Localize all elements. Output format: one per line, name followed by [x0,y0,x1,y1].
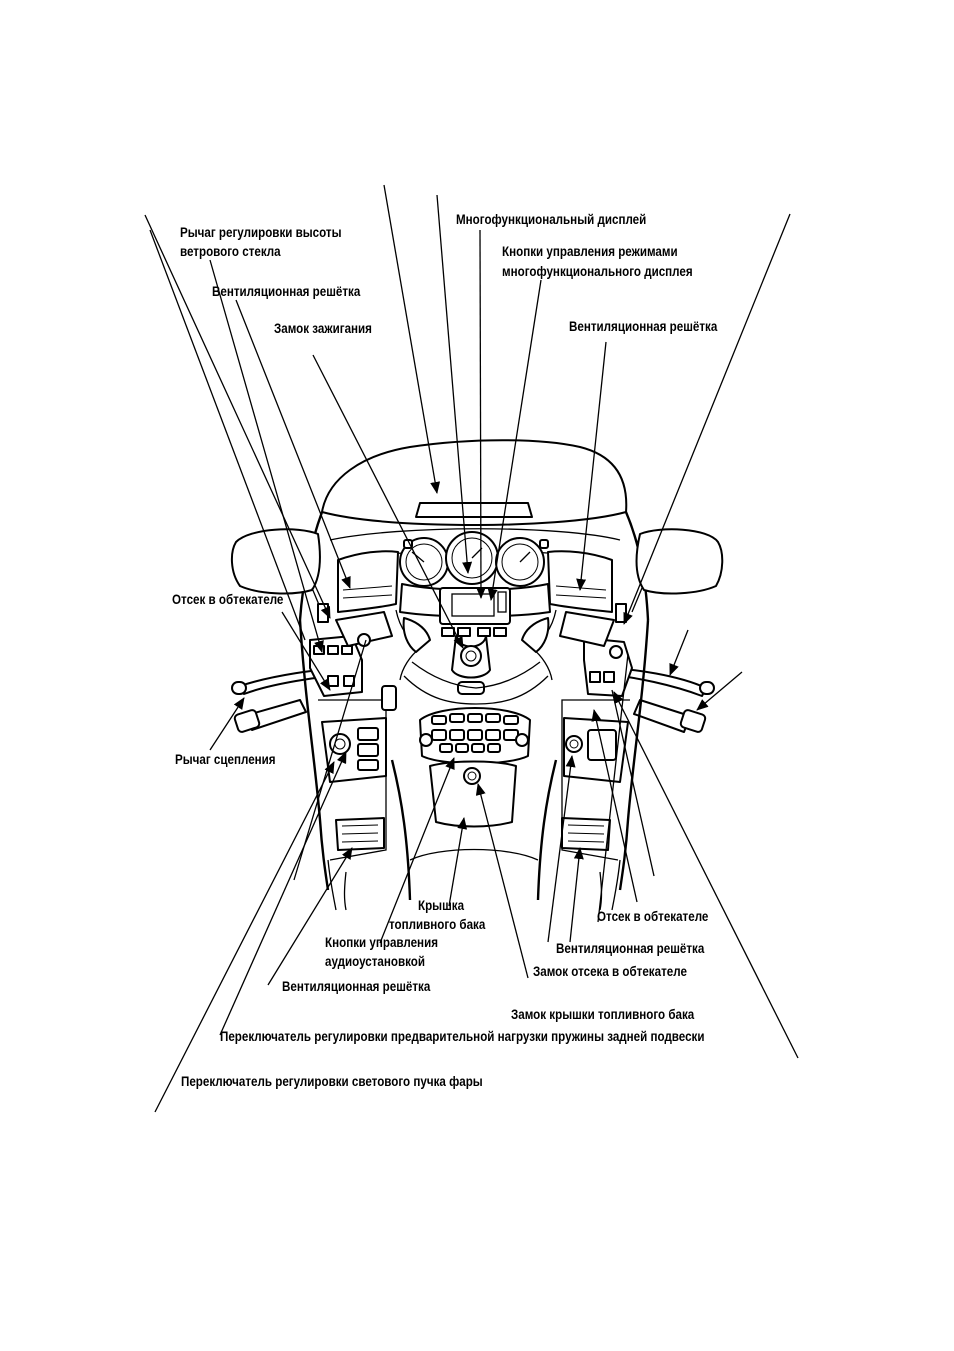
leader-lines [144,184,799,1113]
motorcycle-front-view [230,439,724,911]
windshield [321,439,628,526]
mirror-right [635,528,724,595]
label-audio-buttons-line1: Кнопки управления [325,935,438,950]
label-windshield-lever-line1: Рычаг регулировки высоты [180,225,342,240]
fuel-lid [429,760,517,828]
pocket-lock [565,735,583,753]
label-clutch-lever: Рычаг сцепления [175,752,276,767]
label-rear-preload-switch: Переключатель регулировки предварительно… [220,1029,705,1044]
label-ignition-lock: Замок зажигания [274,321,372,336]
label-pocket-lock: Замок отсека в обтекателе [533,964,687,979]
label-fuel-lid-line2: топливного бака [389,917,486,932]
label-headlight-switch: Переключатель регулировки светового пучк… [181,1074,483,1089]
handlebar-right [633,699,691,733]
label-vent-grille-top-left: Вентиляционная решётка [212,284,361,299]
label-multifunction-display: Многофункциональный дисплей [456,212,647,227]
label-vent-grille-top-right: Вентиляционная решётка [569,319,718,334]
windshield-adjuster [415,502,533,518]
mirror-left [230,528,321,595]
label-fairing-pocket-left: Отсек в обтекателе [172,592,284,607]
fuel-lid-lock [463,767,481,785]
audio-buttons [431,713,519,753]
label-fuel-lid-lock: Замок крышки топливного бака [511,1007,695,1022]
label-audio-buttons-line2: аудиоустановкой [325,954,425,969]
vent-grille-upper-right [547,550,613,613]
label-display-buttons-line2: многофункционального дисплея [502,264,693,279]
label-display-buttons-line1: Кнопки управления режимами [502,244,678,259]
ignition-lock [460,645,482,667]
display-buttons [441,627,507,637]
label-fairing-pocket-right: Отсек в обтекателе [597,909,709,924]
label-fuel-lid-line1: Крышка [418,898,465,913]
label-windshield-lever-line2: ветрового стекла [180,244,281,259]
label-vent-grille-bottom-right: Вентиляционная решётка [556,941,705,956]
label-vent-grille-bottom-left: Вентиляционная решётка [282,979,431,994]
vent-grille-upper-left [337,550,399,613]
